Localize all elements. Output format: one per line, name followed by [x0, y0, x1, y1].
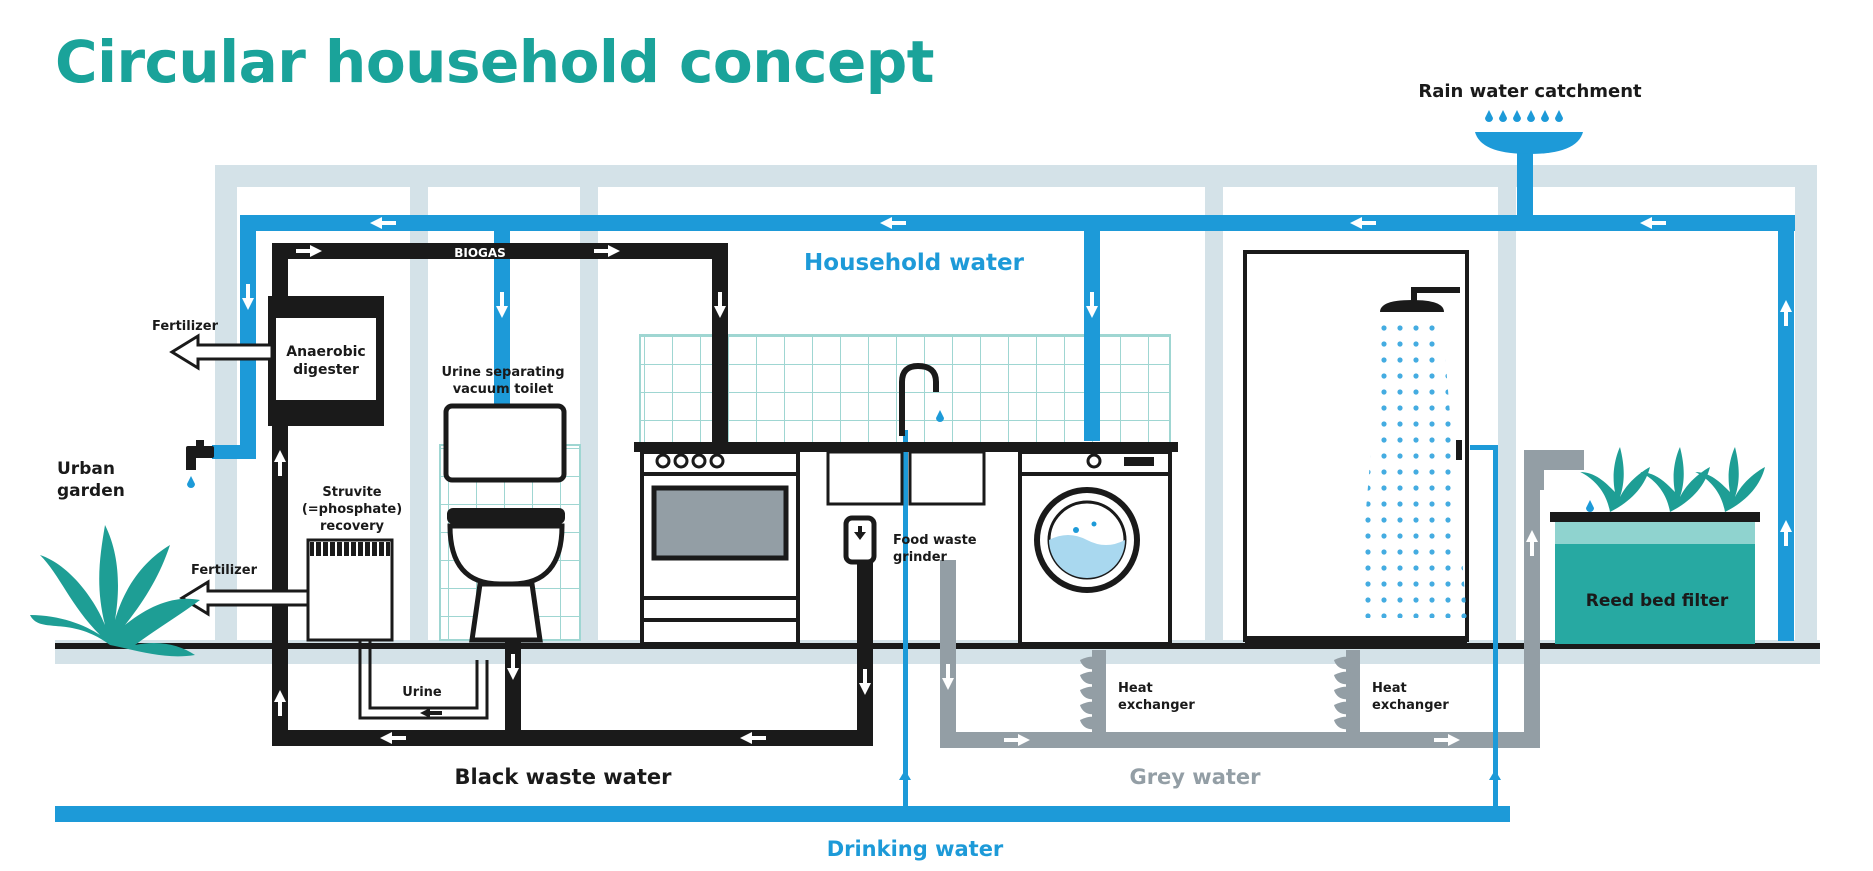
arrow-icon — [899, 770, 911, 780]
arrow-icon — [854, 526, 866, 540]
struvite-label-3: recovery — [320, 519, 385, 534]
black-water-arrows — [274, 245, 871, 744]
fertilizer-bottom-label: Fertilizer — [191, 563, 258, 578]
arrow-icon — [1640, 217, 1666, 229]
arrow-icon — [296, 245, 322, 257]
arrow-icon — [1780, 520, 1792, 546]
heat-exchanger-1 — [1080, 650, 1106, 740]
arrow-icon — [1489, 770, 1501, 780]
reed-bed-label: Reed bed filter — [1586, 591, 1729, 611]
anaerobic-digester: Anaerobic digester — [268, 296, 384, 426]
rain-water-label: Rain water catchment — [1418, 81, 1642, 102]
grey-water-arrows — [942, 530, 1538, 746]
arrow-icon — [274, 450, 286, 476]
arrow-icon — [859, 669, 871, 695]
arrow-icon — [1434, 734, 1460, 746]
shower-icon — [1243, 250, 1469, 646]
arrow-icon — [942, 664, 954, 690]
stove-icon — [640, 450, 800, 646]
reed-bed-icon — [1550, 447, 1765, 644]
arrow-icon — [1780, 300, 1792, 326]
plant-icon — [30, 525, 200, 657]
fertilizer-top-label: Fertilizer — [152, 319, 219, 334]
urban-garden-label-2: garden — [57, 481, 125, 501]
urine-toilet-label-1: Urine separating — [441, 365, 564, 380]
struvite-label-1: Struvite — [322, 485, 381, 500]
food-waste-label-2: grinder — [893, 550, 948, 565]
drinking-water-pipes — [55, 430, 1510, 822]
urine-label: Urine — [402, 685, 442, 700]
heat-exchanger-1-label-1: Heat — [1118, 681, 1153, 696]
washing-machine-icon — [1018, 450, 1172, 646]
urine-line — [358, 640, 489, 720]
arrow-icon — [507, 654, 519, 680]
urban-garden-label-1: Urban — [57, 459, 115, 479]
household-water-pipes — [212, 150, 1795, 641]
arrow-icon — [740, 732, 766, 744]
arrow-icon — [1350, 217, 1376, 229]
arrow-icon — [594, 245, 620, 257]
arrow-icon — [1004, 734, 1030, 746]
diagram-title: Circular household concept — [55, 28, 935, 96]
struvite-label-2: (=phosphate) — [302, 502, 402, 517]
arrow-icon — [1086, 292, 1098, 318]
grey-water-label: Grey water — [1129, 765, 1261, 789]
drinking-water-label: Drinking water — [827, 837, 1004, 861]
tap-icon — [186, 440, 214, 488]
arrow-icon — [242, 284, 254, 310]
floor-line — [55, 643, 1820, 649]
urine-toilet-label-2: vacuum toilet — [453, 382, 554, 397]
toilet-icon — [443, 403, 567, 643]
rain-catchment-icon — [1475, 110, 1583, 154]
biogas-label: BIOGAS — [454, 246, 506, 260]
kitchen-counter — [634, 442, 1178, 452]
black-water-label: Black waste water — [455, 765, 673, 789]
drinking-water-arrows — [899, 770, 1501, 780]
heat-exchanger-1-label-2: exchanger — [1118, 698, 1195, 713]
arrow-icon — [370, 217, 396, 229]
household-water-arrows — [242, 217, 1792, 546]
arrow-icon — [380, 732, 406, 744]
arrow-icon — [274, 690, 286, 716]
food-waste-label-1: Food waste — [893, 533, 977, 548]
sink-icon — [826, 362, 986, 565]
heat-exchanger-2 — [1334, 650, 1360, 740]
heat-exchanger-2-label-1: Heat — [1372, 681, 1407, 696]
anaerobic-label-2: digester — [293, 362, 359, 378]
struvite-recovery-unit — [306, 538, 394, 642]
household-water-label: Household water — [804, 250, 1025, 276]
fertilizer-arrow-top — [169, 333, 274, 371]
fertilizer-arrow-bottom — [179, 579, 312, 617]
arrow-icon — [1526, 530, 1538, 556]
arrow-icon — [496, 292, 508, 318]
arrow-icon — [880, 217, 906, 229]
anaerobic-label-1: Anaerobic — [286, 344, 365, 360]
heat-exchanger-2-label-2: exchanger — [1372, 698, 1449, 713]
arrow-icon — [420, 708, 442, 718]
arrow-icon — [714, 292, 726, 318]
